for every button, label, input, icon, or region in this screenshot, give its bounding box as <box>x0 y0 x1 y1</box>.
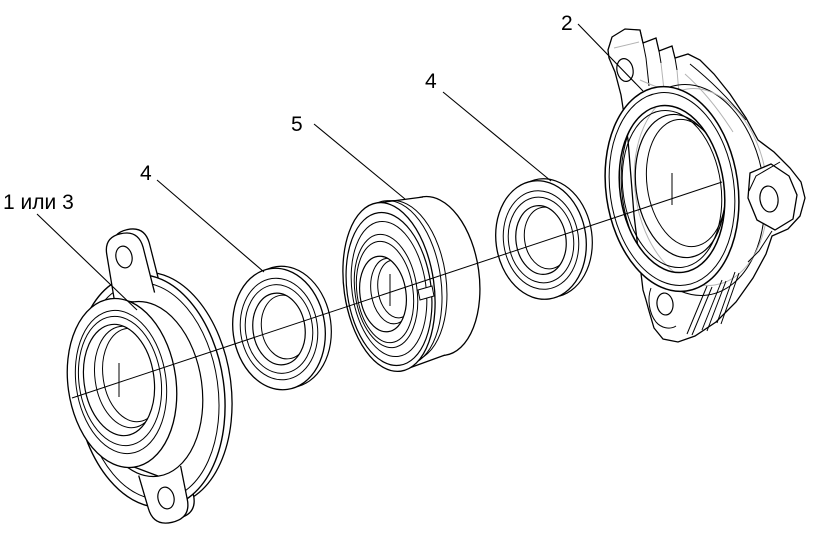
bracket-right-ear-hole <box>759 185 779 213</box>
bracket-top-ear-hole <box>616 58 634 82</box>
callout-label-2: 2 <box>561 12 573 35</box>
leader-4-left <box>156 179 265 273</box>
leader-1 <box>36 213 138 311</box>
leader-4-right <box>442 91 552 182</box>
part-flange-cover <box>66 228 233 524</box>
seal-right-bore <box>515 205 567 275</box>
leader-2 <box>577 23 644 92</box>
bearing-notch <box>417 285 435 301</box>
callout-label-4-left: 4 <box>140 162 152 185</box>
callout-label-1: 1 или 3 <box>3 191 74 214</box>
flange-bottom-ear-hole <box>157 486 175 510</box>
bracket-bottom-ear-hole <box>656 292 674 316</box>
part-bearing <box>342 195 481 373</box>
callout-label-4-right: 4 <box>425 70 437 93</box>
bracket-ring-face <box>604 85 740 293</box>
leader-5 <box>313 123 406 200</box>
axis-centerline <box>71 181 723 399</box>
flange-top-ear-hole <box>115 245 133 269</box>
callout-label-5: 5 <box>291 113 303 136</box>
part-seal-right <box>495 178 593 300</box>
callout-leaders <box>36 23 644 311</box>
bearing-bore <box>359 255 407 333</box>
part-bracket <box>604 28 806 343</box>
